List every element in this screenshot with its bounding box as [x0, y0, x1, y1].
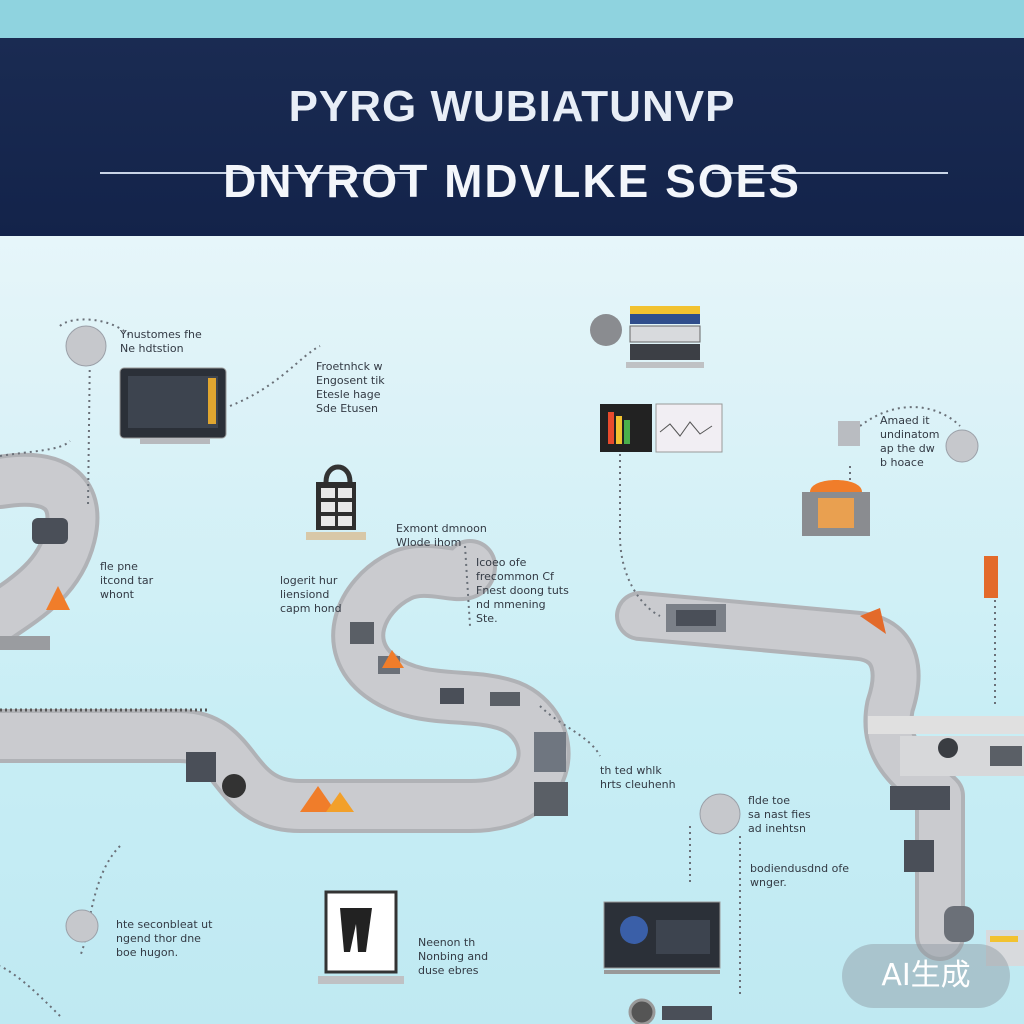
- workflow-diagram: [0, 306, 1024, 1024]
- label-top-right: Amaed it undinatom ap the dw b hoace: [880, 414, 940, 469]
- label-top-left-2: Froetnhck w Engosent tik Etesle hage Sde…: [316, 360, 385, 415]
- node-circle-4: [65, 909, 99, 943]
- side-panel-icon: [944, 906, 1024, 966]
- laptop-icon: [318, 890, 404, 984]
- label-left-mid: fle pne itcond tar whont: [100, 560, 154, 601]
- road-path: [0, 452, 965, 961]
- label-bottom-center: Neenon th Nonbing and duse ebres: [418, 936, 489, 977]
- factory-icon: [802, 480, 870, 536]
- label-road-right: th ted whlk hrts cleuhenh: [600, 764, 676, 791]
- title-banner: [0, 38, 1024, 236]
- dotted-connectors: [0, 318, 996, 1017]
- node-pin-1: [838, 421, 860, 446]
- machine-left-icon: [0, 518, 70, 650]
- desktop-icon: [603, 901, 721, 974]
- label-top-left: Ynustomes fhe Ne hdtstion: [120, 328, 202, 355]
- monitor-icon: [119, 367, 227, 444]
- node-circle-3: [699, 793, 741, 835]
- chart-screen-icon: [600, 403, 723, 453]
- title-line-1: PYRG WUBIATUNVP: [288, 82, 736, 131]
- node-circle-1: [65, 325, 107, 367]
- padlock-icon: [306, 464, 366, 540]
- gear-icon: [628, 998, 712, 1024]
- label-node-right: flde toe sa nast fies ad inehtsn: [748, 794, 811, 835]
- top-strip: [0, 0, 1024, 38]
- server-stack-icon: [590, 306, 704, 368]
- label-bottom-left: hte seconbleat ut ngend thor dne boe hug…: [116, 918, 213, 959]
- node-circle-2: [945, 429, 979, 463]
- machine-right-cluster: [666, 556, 1024, 872]
- machine-cluster: [186, 622, 568, 816]
- banner-rule-right: [712, 172, 948, 174]
- label-center-left: logerit hur liensiond capm hond: [280, 574, 342, 615]
- ai-generated-badge: AI生成: [842, 944, 1010, 1008]
- banner-rule-left: [100, 172, 416, 174]
- label-node-right-2: bodiendusdnd ofe wnger.: [750, 862, 849, 889]
- label-padlock: Exmont dmnoon Wlode ihom: [396, 522, 487, 549]
- label-center: Icoeo ofe frecommon Cf Fnest doong tuts …: [476, 556, 569, 625]
- title-line-2: DNYROT MDVLKE SOES: [223, 155, 801, 207]
